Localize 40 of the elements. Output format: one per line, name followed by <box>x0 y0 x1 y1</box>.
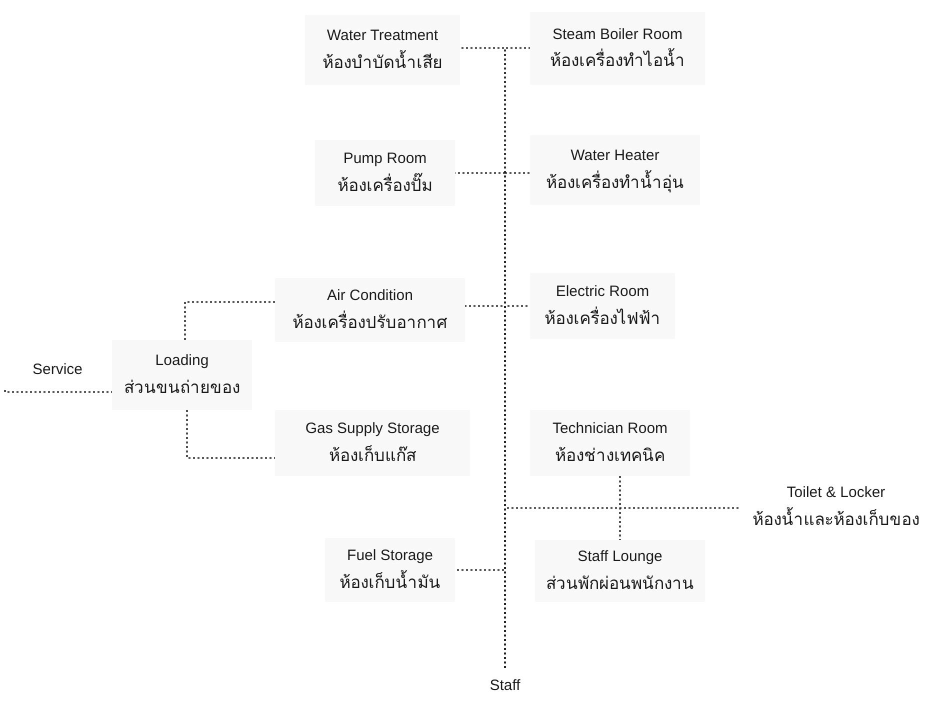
room-name: Water Heater <box>570 147 660 166</box>
room-label-box <box>112 340 252 410</box>
room-name: Technician Room <box>552 420 668 439</box>
room-label-box <box>535 540 705 602</box>
room-name-thai: ห้องเครื่องปั๊ม <box>338 174 432 196</box>
room-label-box <box>530 135 700 205</box>
room-name-thai: ห้องบำบัดน้ำเสีย <box>322 52 442 73</box>
dotted-connector <box>455 569 506 668</box>
room-label-box <box>275 410 470 476</box>
room-name: Water Treatment <box>326 27 438 46</box>
area-label: Toilet & Locker <box>786 484 886 503</box>
room-name-thai: ส่วนขนถ่ายของ <box>124 376 240 398</box>
room-name: Electric Room <box>556 283 650 302</box>
room-name: Staff Lounge <box>578 548 662 567</box>
dotted-connector <box>4 390 112 393</box>
room-name: Steam Boiler Room <box>552 26 683 44</box>
area-label: Staff <box>490 676 520 696</box>
dotted-connector <box>186 410 275 459</box>
room-name-thai: ห้องช่างเทคนิค <box>555 444 665 466</box>
dotted-connector <box>184 301 275 340</box>
room-label-box <box>305 15 460 85</box>
room-name-thai: ห้องเก็บน้ำมัน <box>340 572 440 593</box>
room-name-thai: ห้องเครื่องไฟฟ้า <box>544 308 660 329</box>
room-name-thai: ห้องเครื่องทำไอน้ำ <box>550 50 685 72</box>
room-name-thai: ห้องเครื่องทำน้ำอุ่น <box>546 172 684 193</box>
room-name: Air Condition <box>327 287 413 306</box>
area-label: ห้องน้ำและห้องเก็บของ <box>752 508 920 530</box>
room-label-box <box>275 278 465 342</box>
room-name: Fuel Storage <box>347 547 433 566</box>
room-name-thai: ส่วนพักผ่อนพนักงาน <box>546 572 694 594</box>
room-name: Loading <box>155 352 209 371</box>
room-name-thai: ห้องเก็บแก๊ส <box>329 444 416 466</box>
dotted-connector <box>619 476 621 540</box>
area-label: Service <box>32 360 83 380</box>
room-label-box <box>530 410 690 476</box>
room-name-thai: ห้องเครื่องปรับอากาศ <box>292 312 448 333</box>
room-label-box <box>530 12 705 85</box>
room-name: Pump Room <box>343 150 427 169</box>
room-name: Gas Supply Storage <box>305 420 440 439</box>
room-label-box <box>315 140 455 206</box>
